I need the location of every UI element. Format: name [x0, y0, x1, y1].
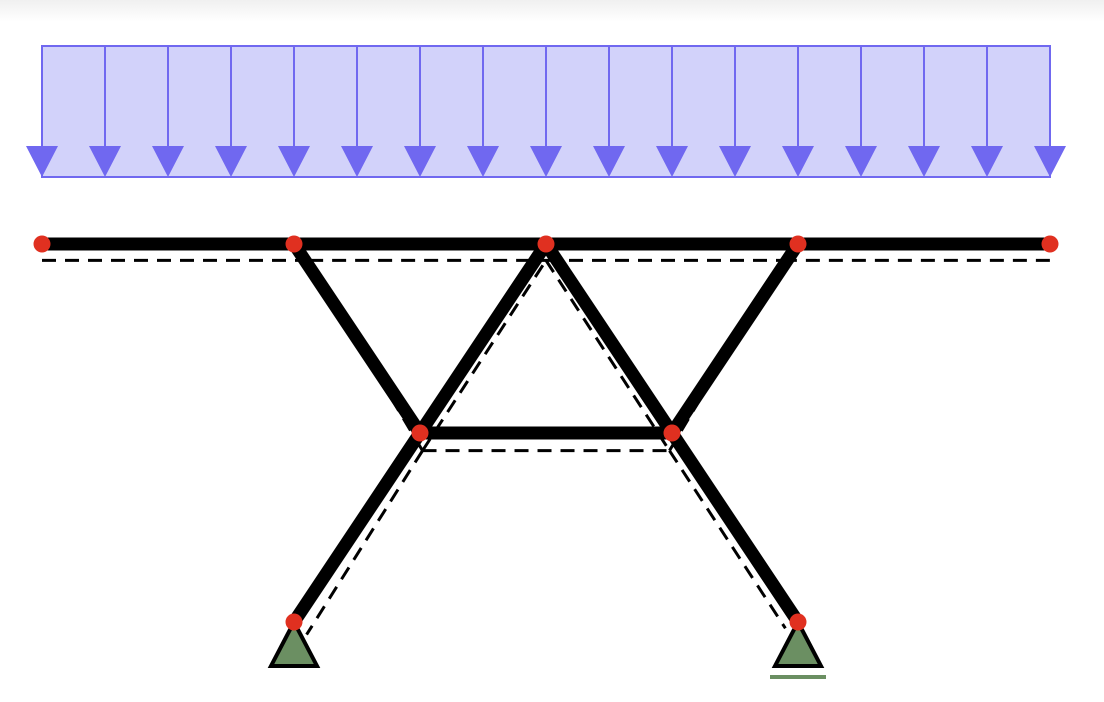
load-arrow-head [1034, 146, 1066, 177]
pin-support-H [267, 617, 321, 668]
load-arrow-head [467, 146, 499, 177]
load-arrow-head [782, 146, 814, 177]
truss-members [42, 237, 1050, 626]
node-H [285, 613, 303, 631]
load-arrow-head [656, 146, 688, 177]
node-G [663, 424, 681, 442]
deformed-member-CG [544, 259, 671, 452]
load-arrow-head [593, 146, 625, 177]
supports [267, 617, 826, 679]
load-arrow-head [341, 146, 373, 177]
node-A [33, 235, 51, 253]
load-arrow-head [26, 146, 58, 177]
load-arrow-head [530, 146, 562, 177]
deformed-member-FC [421, 259, 548, 452]
node-I [789, 613, 807, 631]
node-E [1041, 235, 1059, 253]
deformed-member-GI [668, 449, 787, 630]
load-arrow-head [719, 146, 751, 177]
load-arrow-head [215, 146, 247, 177]
load-arrow-head [89, 146, 121, 177]
load-arrow-head [845, 146, 877, 177]
member-FC [414, 240, 552, 437]
member-GI [666, 429, 804, 626]
distributed-load [26, 45, 1066, 178]
member-BF [288, 240, 426, 437]
member-CG [540, 240, 678, 437]
load-arrow-head [278, 146, 310, 177]
load-arrow-head [971, 146, 1003, 177]
load-arrow-head [152, 146, 184, 177]
load-arrow-head [908, 146, 940, 177]
node-B [285, 235, 303, 253]
roller-support-I [771, 617, 825, 668]
member-FH [288, 429, 426, 626]
truss-nodes [33, 235, 1059, 631]
node-F [411, 424, 429, 442]
load-arrow-head [404, 146, 436, 177]
deformed-member-FH [305, 449, 424, 636]
top-shade [0, 0, 1104, 22]
member-GD [666, 240, 804, 437]
node-D [789, 235, 807, 253]
node-C [537, 235, 555, 253]
deformed-shape [42, 258, 1050, 636]
